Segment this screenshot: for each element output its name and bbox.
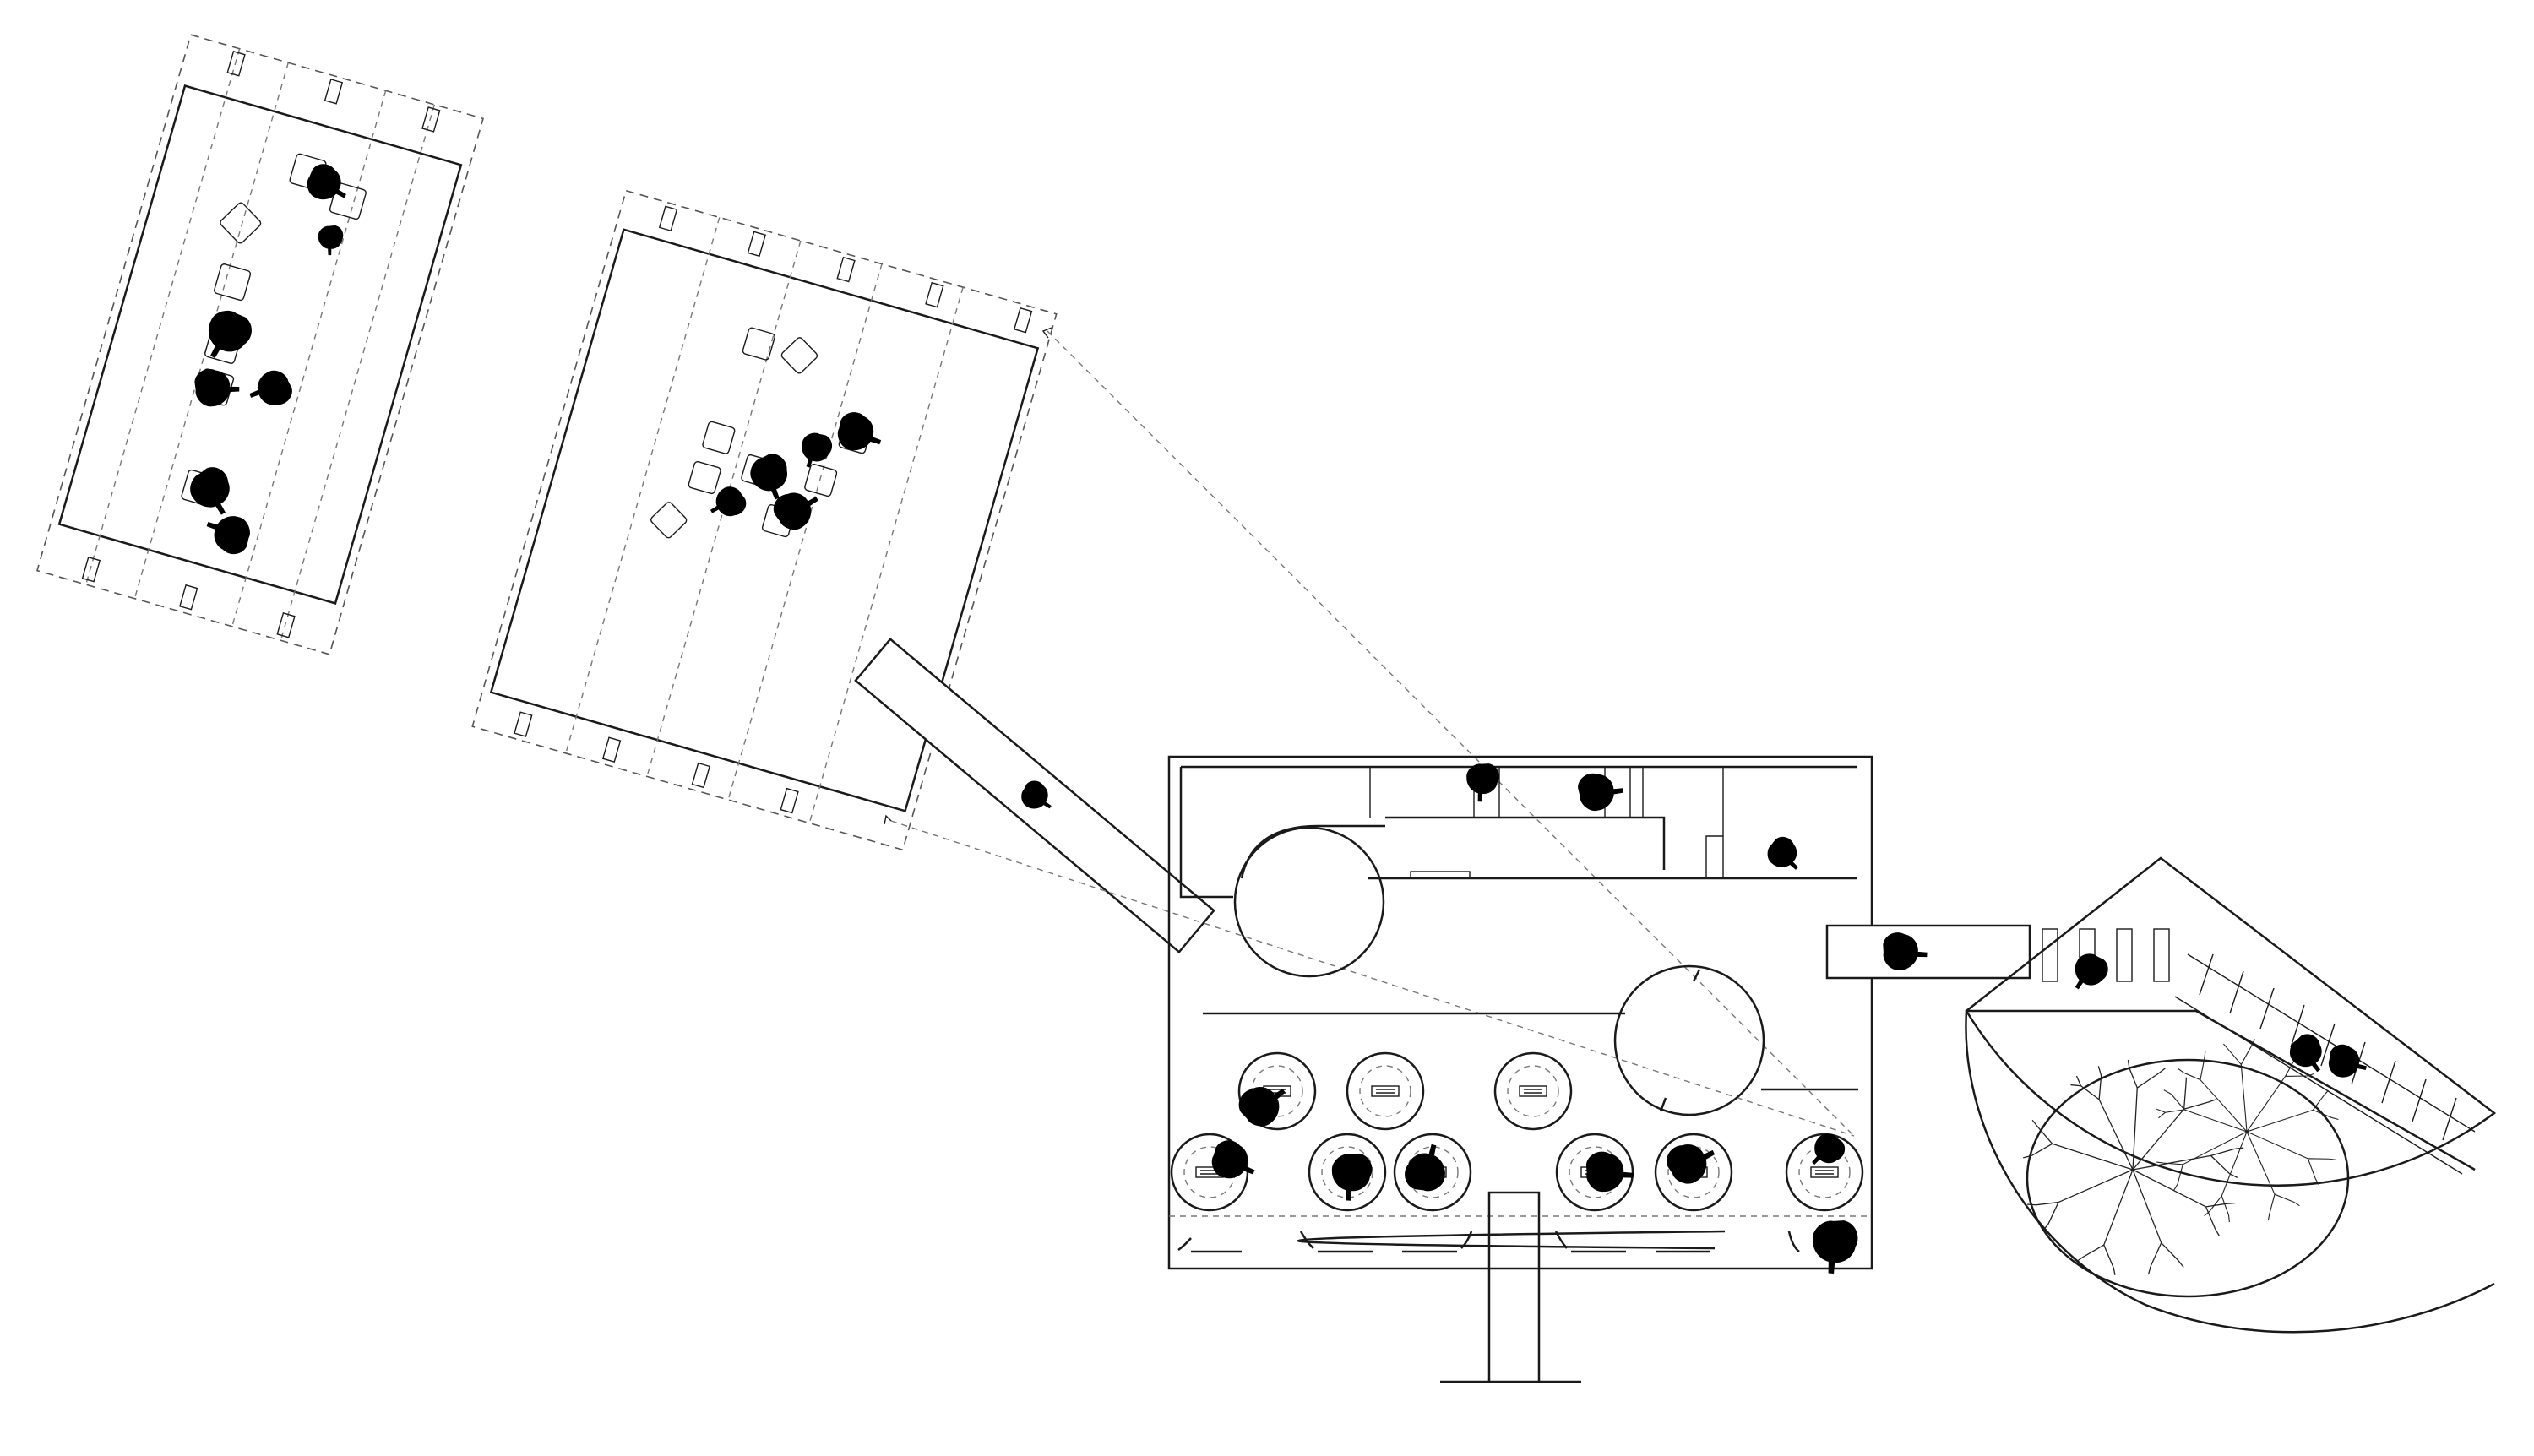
circular-station [1170, 1051, 1864, 1212]
bench [1177, 1230, 1800, 1253]
tree [2120, 1007, 2372, 1258]
tree [1998, 1037, 2265, 1301]
sight-line [890, 330, 1855, 1137]
upper-left-platform [36, 34, 484, 655]
person-figure [709, 406, 883, 535]
middle-platform [471, 189, 1058, 851]
rotunda [1613, 964, 1765, 1116]
pylon-marker [514, 205, 1033, 814]
arrow-marker [1041, 327, 1052, 339]
arrow-marker [884, 814, 892, 825]
rotunda [1233, 826, 1385, 978]
east-bridge [1825, 922, 2031, 980]
ramp-slot [2042, 928, 2170, 982]
entry-pier [1440, 1191, 1581, 1383]
ramp-bridge [854, 638, 1215, 953]
east-garden [1965, 856, 2497, 1334]
person-figure [184, 162, 351, 560]
pylon-marker [81, 50, 441, 638]
central-building [1167, 755, 1873, 1276]
planter [2026, 1058, 2350, 1298]
